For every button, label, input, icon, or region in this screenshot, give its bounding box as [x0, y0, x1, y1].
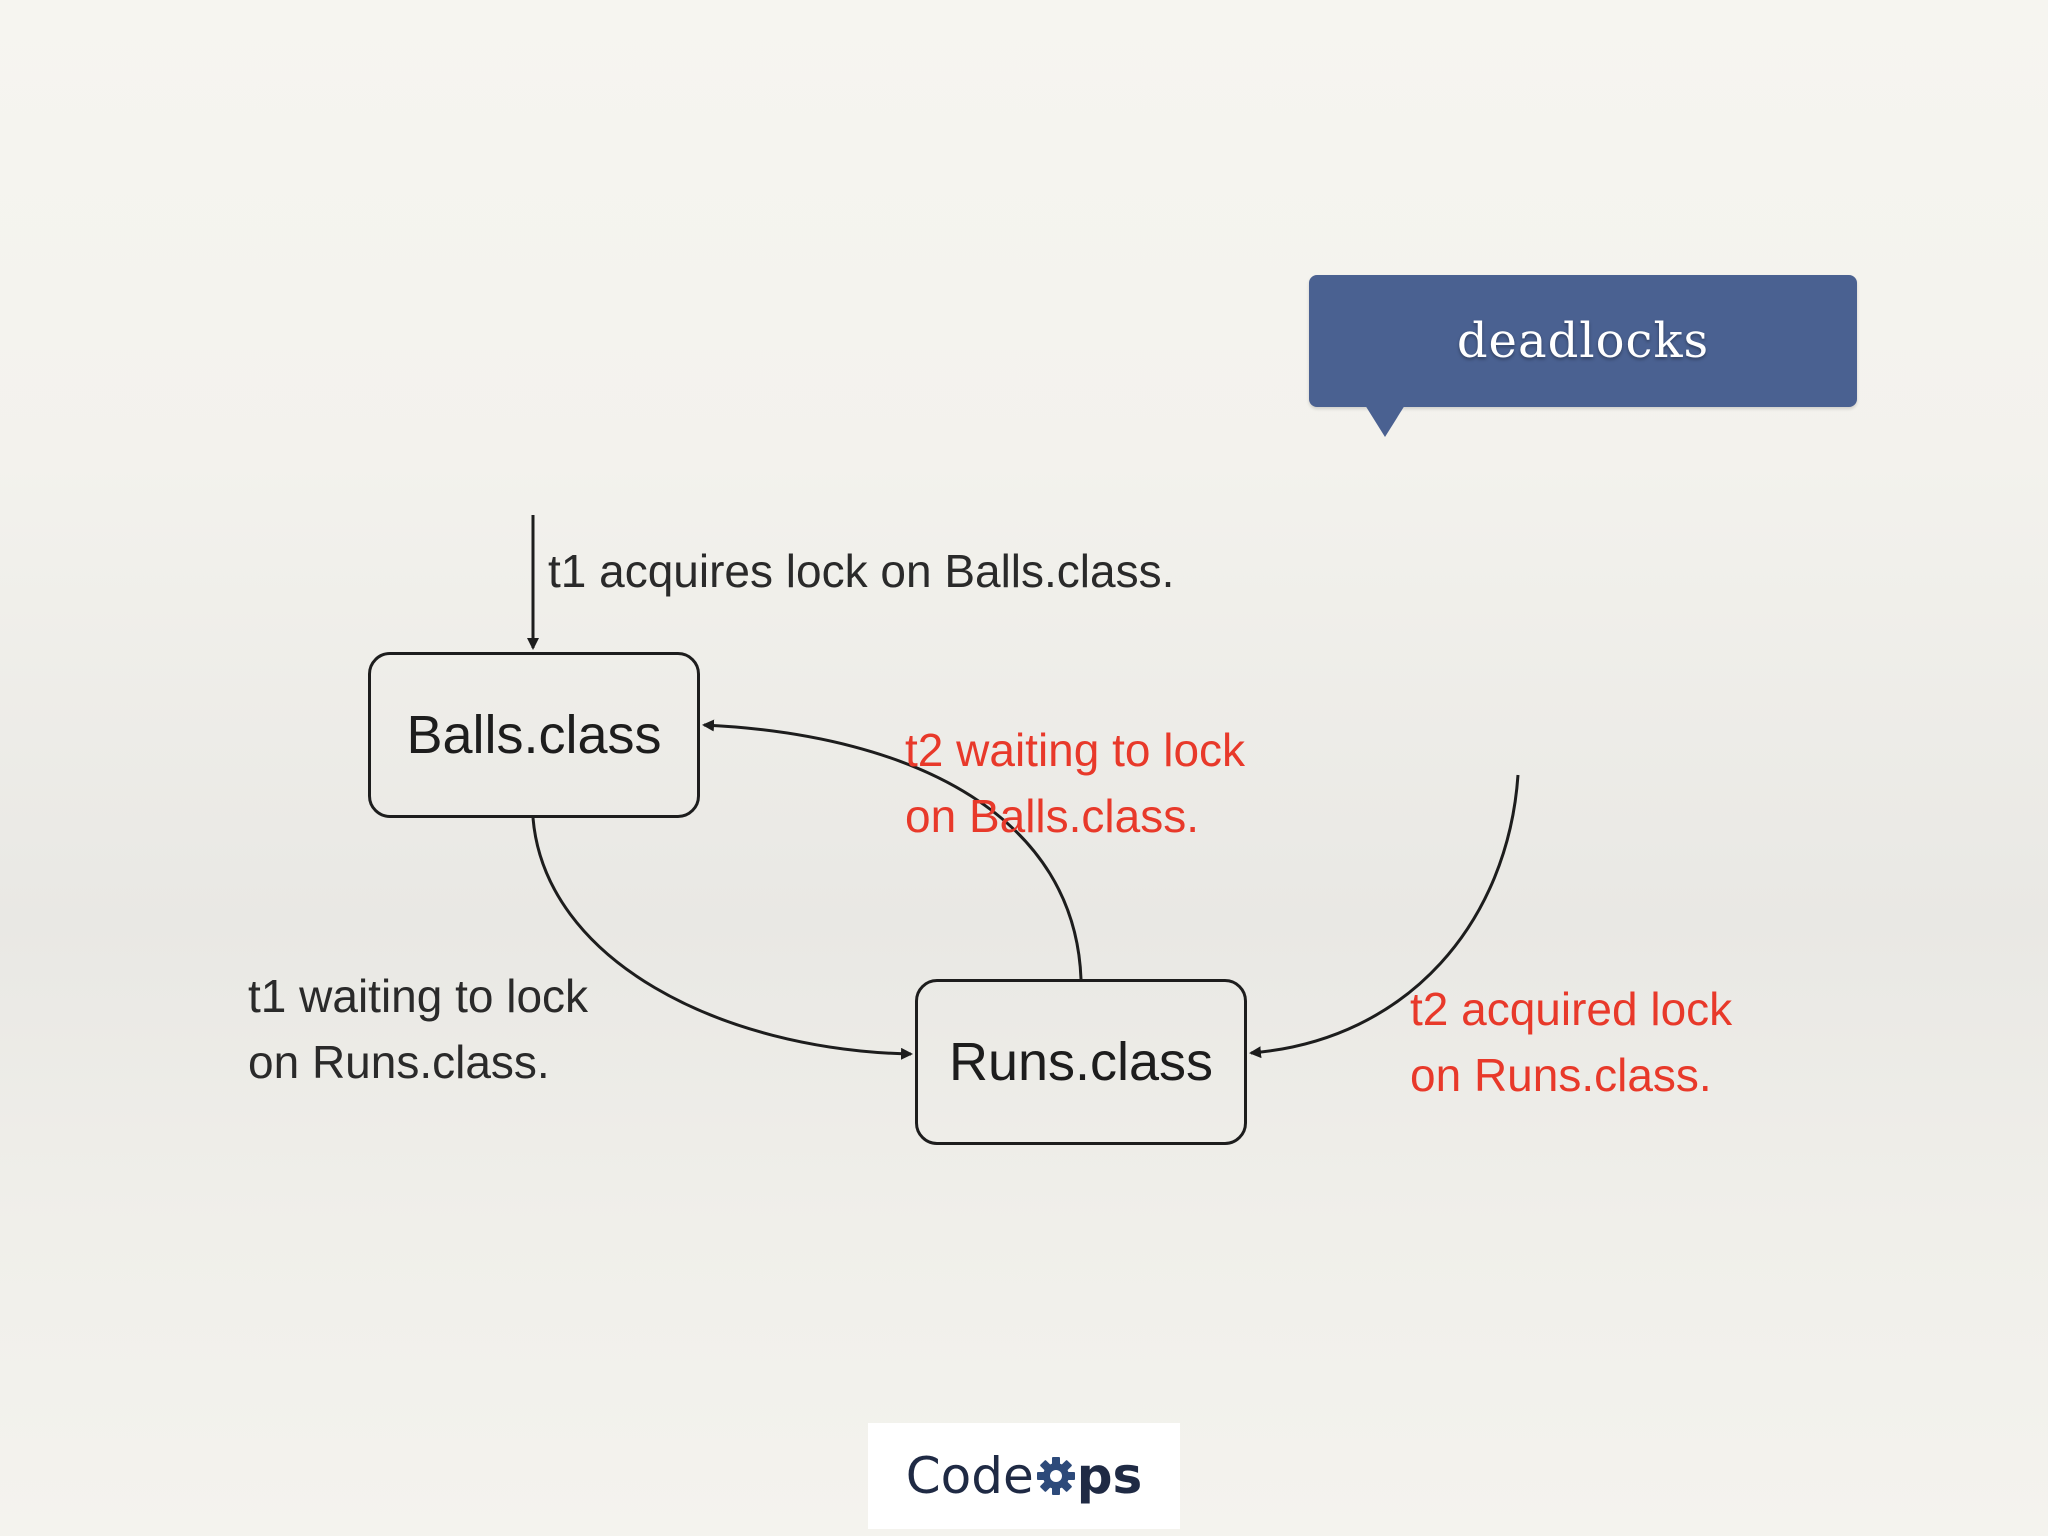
arrow-t2-acquired	[1249, 774, 1520, 1059]
label-t2-acquired-line2: on Runs.class.	[1410, 1049, 1712, 1101]
logo-text-code: Code	[905, 1447, 1034, 1505]
label-t2-waiting: t2 waiting to lock on Balls.class.	[905, 717, 1245, 849]
node-balls-class: Balls.class	[368, 652, 700, 818]
label-t1-waiting-line1: t1 waiting to lock	[248, 970, 589, 1022]
logo-text-ps: ps	[1076, 1447, 1143, 1505]
gear-icon	[1036, 1457, 1075, 1495]
label-t1-waiting-line2: on Runs.class.	[248, 1036, 550, 1088]
title-callout: deadlocks	[1309, 275, 1857, 407]
arrow-balls-to-runs	[531, 817, 913, 1060]
node-runs-class: Runs.class	[915, 979, 1247, 1145]
arrow-runs-to-balls	[702, 719, 1083, 980]
codeops-logo: Code ps	[868, 1423, 1180, 1529]
label-t2-waiting-line2: on Balls.class.	[905, 790, 1200, 842]
label-t1-waiting: t1 waiting to lock on Runs.class.	[248, 963, 588, 1095]
logo-wordmark: Code ps	[906, 1447, 1143, 1505]
label-t2-waiting-line1: t2 waiting to lock	[905, 724, 1246, 776]
slide-title: deadlocks	[1456, 313, 1710, 369]
label-t2-acquired-line1: t2 acquired lock	[1410, 983, 1733, 1035]
callout-tail	[1365, 405, 1405, 437]
label-t2-acquired: t2 acquired lock on Runs.class.	[1410, 976, 1732, 1108]
label-t1-acquires: t1 acquires lock on Balls.class.	[548, 545, 1175, 597]
